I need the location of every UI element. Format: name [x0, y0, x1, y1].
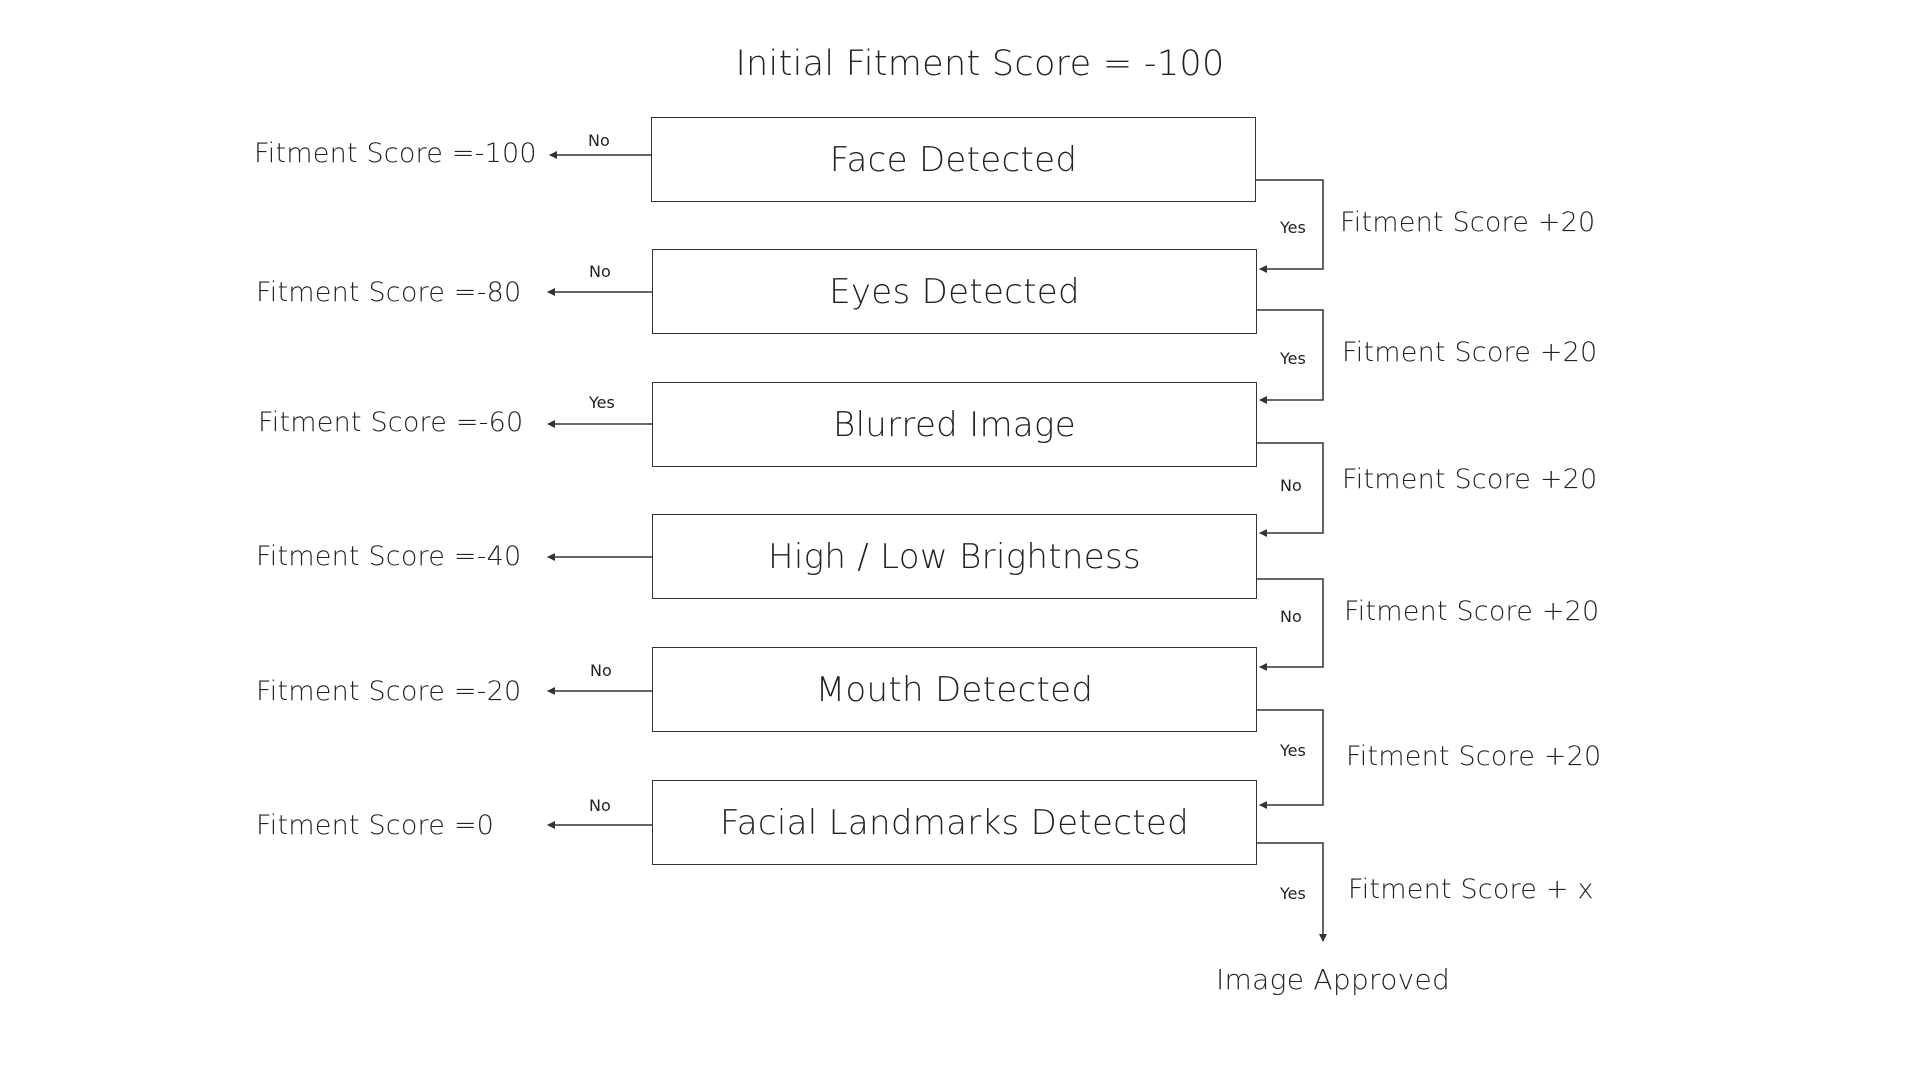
- right-branch-label: Yes: [1280, 884, 1306, 903]
- left-score: Fitment Score =-40: [256, 541, 522, 572]
- final-outcome-label: Image Approved: [1216, 963, 1451, 996]
- left-score: Fitment Score =-60: [258, 407, 524, 438]
- left-score: Fitment Score =-80: [256, 277, 522, 308]
- right-branch-label: Yes: [1280, 741, 1306, 760]
- step-box-facial-landmarks: Facial Landmarks Detected: [652, 780, 1257, 865]
- right-score: Fitment Score +20: [1346, 741, 1602, 772]
- diagram-title: Initial Fitment Score = -100: [735, 44, 1225, 84]
- left-score: Fitment Score =0: [256, 810, 495, 841]
- right-connector-1: [1257, 309, 1324, 404]
- left-branch-label: No: [589, 262, 611, 281]
- left-branch-label: No: [588, 131, 610, 150]
- step-label: Mouth Detected: [815, 669, 1094, 710]
- right-score: Fitment Score +20: [1342, 464, 1598, 495]
- right-connector-4: [1257, 709, 1324, 809]
- right-connector-5: [1257, 842, 1327, 942]
- right-connector-3: [1257, 578, 1324, 671]
- step-label: Face Detected: [829, 139, 1078, 180]
- left-branch-label: No: [590, 661, 612, 680]
- step-label: Blurred Image: [833, 404, 1076, 445]
- step-label: High / Low Brightness: [768, 536, 1141, 577]
- right-branch-label: Yes: [1280, 218, 1306, 237]
- step-box-eyes-detected: Eyes Detected: [652, 249, 1257, 334]
- left-score: Fitment Score =-100: [254, 138, 537, 169]
- step-box-blurred-image: Blurred Image: [652, 382, 1257, 467]
- step-box-mouth-detected: Mouth Detected: [652, 647, 1257, 732]
- left-branch-label: Yes: [589, 393, 615, 412]
- right-connector-0: [1255, 179, 1324, 273]
- right-branch-label: No: [1280, 607, 1302, 626]
- right-score: Fitment Score +20: [1342, 337, 1598, 368]
- step-box-brightness: High / Low Brightness: [652, 514, 1257, 599]
- right-connector-2: [1257, 442, 1324, 537]
- right-score: Fitment Score + x: [1348, 874, 1594, 905]
- left-branch-label: No: [589, 796, 611, 815]
- right-branch-label: Yes: [1280, 349, 1306, 368]
- right-branch-label: No: [1280, 476, 1302, 495]
- step-box-face-detected: Face Detected: [651, 117, 1256, 202]
- right-score: Fitment Score +20: [1344, 596, 1600, 627]
- left-score: Fitment Score =-20: [256, 676, 522, 707]
- right-score: Fitment Score +20: [1340, 207, 1596, 238]
- step-label: Facial Landmarks Detected: [720, 802, 1189, 843]
- step-label: Eyes Detected: [829, 271, 1080, 312]
